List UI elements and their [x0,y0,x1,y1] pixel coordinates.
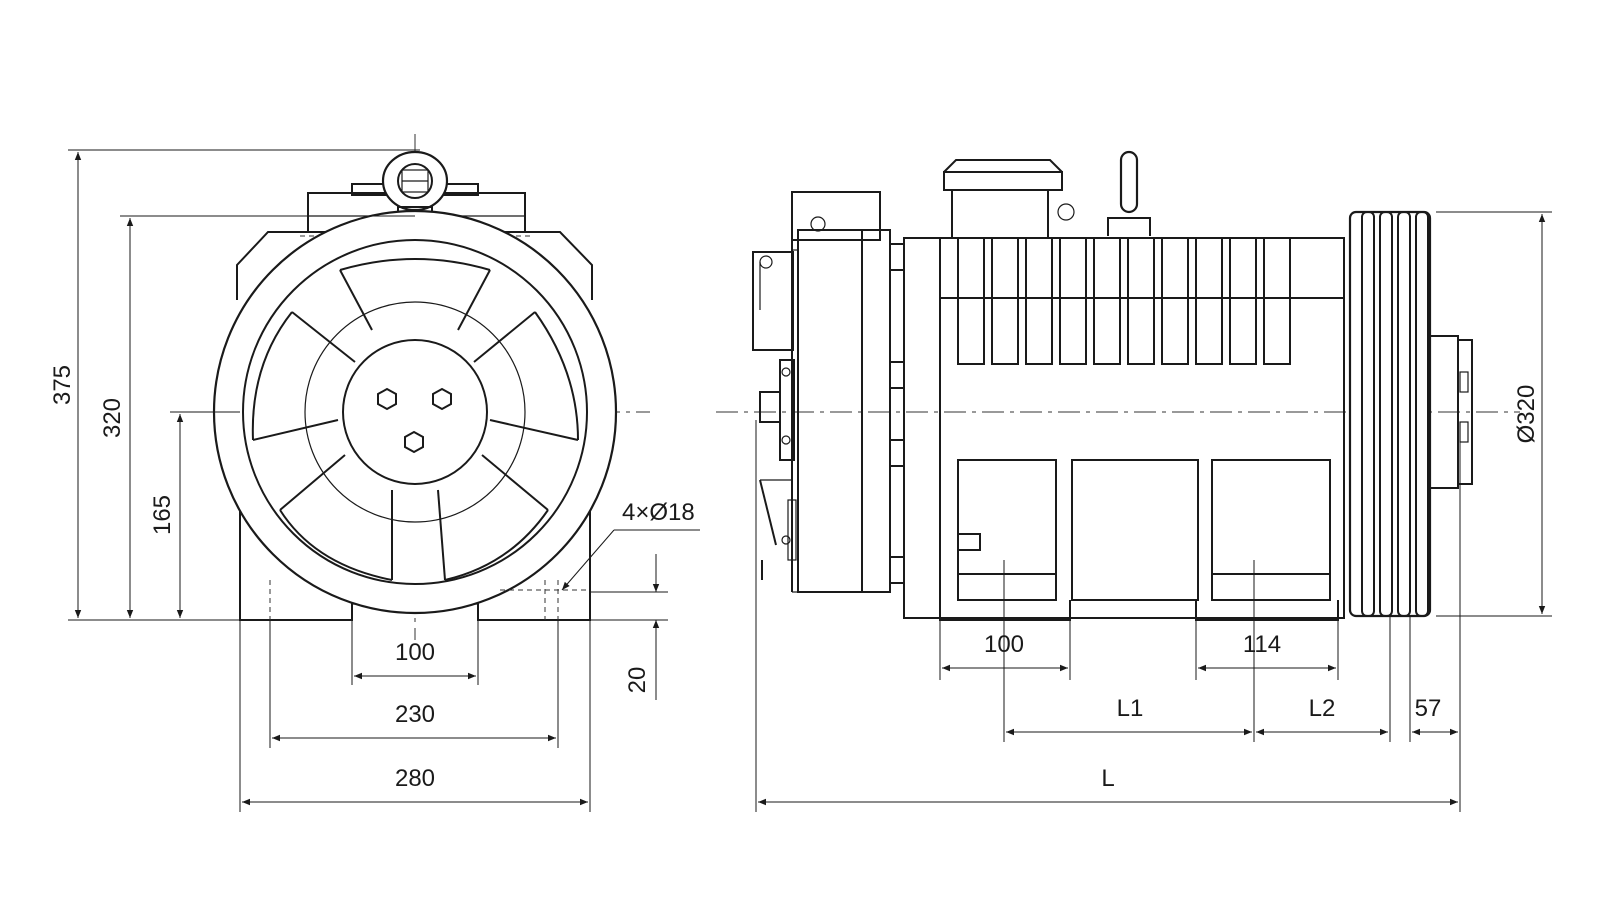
cooling-fin [991,237,1019,365]
cooling-fin [1059,237,1087,365]
dim-bolt-spacing-inner: 100 [395,639,435,666]
cooling-fin [1025,237,1053,365]
sheave-hub [342,339,488,485]
cooling-fin [1195,237,1223,365]
cooling-fin [1161,237,1189,365]
dim-sheave-diameter: Ø320 [1513,385,1540,444]
brake-lever [1107,150,1151,236]
dim-height-sheave-top: 320 [99,398,126,438]
side-feet [939,600,1339,621]
motor-body [903,237,1345,619]
terminal-box [943,159,1075,239]
dim-height-shaft-center: 165 [149,495,176,535]
front-vertical-dimensions: 375 320 165 [49,149,420,621]
sheave-spokes [251,258,579,581]
foot-height-dimension: 20 [590,554,668,700]
side-extension-lines [755,420,1461,812]
dim-foot-front-width: 100 [984,631,1024,658]
side-horizontal-dimensions: 100 114 L1 L2 57 L [758,631,1458,806]
front-sheave [212,209,618,615]
side-view: Ø320 100 114 L1 L2 57 [716,150,1552,812]
brake-box [752,191,881,351]
sheave-inner-rim [242,239,588,585]
front-horizontal-dimensions: 100 230 280 [239,620,591,812]
holes-leader: 4×Ø18 [561,499,700,591]
cooling-fin [1127,237,1155,365]
lower-panels [957,459,1331,601]
cooling-fin [1263,237,1291,365]
cooling-fin [1229,237,1257,365]
sheave-outer-rim [212,209,618,615]
brake-flange [759,229,891,593]
dim-foot-height: 20 [624,667,651,694]
flange-bolts [889,243,905,584]
dim-l2: L2 [1309,695,1336,722]
dim-bolt-spacing: 230 [395,701,435,728]
front-view: 375 320 165 20 4×Ø18 100 [49,134,700,812]
side-sheave [1348,210,1473,618]
cooling-fin [1093,237,1121,365]
dim-base-width: 280 [395,765,435,792]
mounting-holes-hidden [269,580,590,620]
sheave-diameter-dimension: Ø320 [1436,211,1552,617]
cooling-fin [957,237,985,365]
dim-foot-rear-width: 114 [1243,631,1281,658]
hub-bolts [377,387,452,454]
dim-overall-length: L [1101,765,1114,792]
dim-height-overall: 375 [49,365,76,405]
dim-l1: L1 [1117,695,1144,722]
lifting-eye [351,150,479,220]
cooling-fins [957,237,1291,365]
dim-sheave-offset: 57 [1415,695,1442,722]
dim-holes-callout: 4×Ø18 [622,499,695,526]
